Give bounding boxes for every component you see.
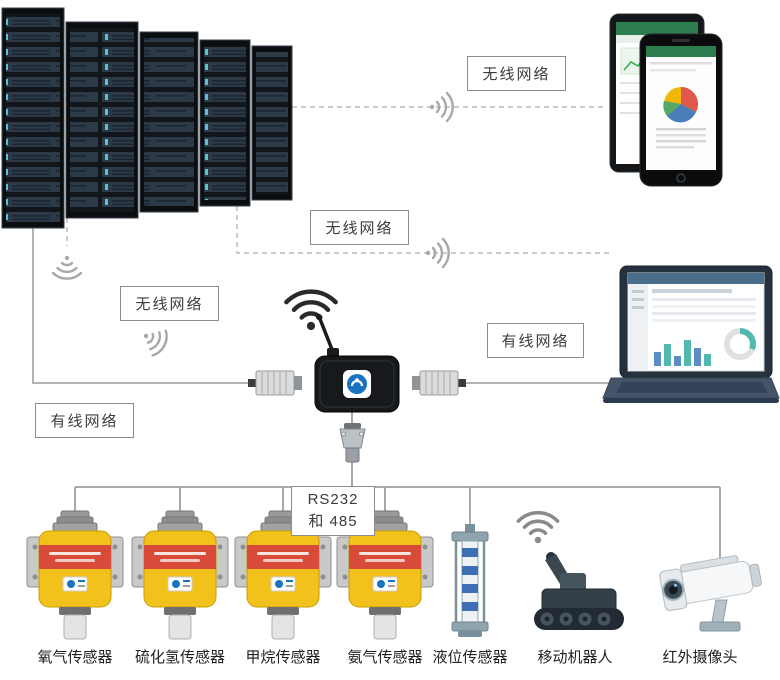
wireless-network-label-top: 无线网络 (467, 56, 566, 91)
mobile-robot (534, 552, 624, 630)
device-label-infrared-camera: 红外摄像头 (662, 649, 738, 666)
infrared-camera (659, 555, 762, 632)
gateway-device (314, 314, 400, 413)
serial-label-line1: RS232 (307, 491, 359, 509)
device-label-methane-sensor: 甲烷传感器 (245, 649, 321, 666)
mobile-phones (609, 13, 723, 187)
serial-bus-label: RS232 和 485 (291, 486, 375, 536)
liquid-level-sensor (451, 524, 489, 637)
db9-serial-connector (339, 423, 366, 463)
gateway-logo (343, 370, 371, 398)
oxygen-sensor (26, 510, 124, 640)
device-label-oxygen-sensor: 氧气传感器 (37, 649, 113, 666)
device-label-ammonia-sensor: 氨气传感器 (347, 649, 423, 666)
wireless-network-label-left: 无线网络 (120, 286, 219, 321)
wifi-waves-icon-to-gateway (136, 321, 173, 360)
serial-label-line2: 和 485 (308, 513, 358, 530)
rj45-connector-left (248, 370, 302, 396)
wifi-fan-icon-gateway (286, 292, 335, 330)
connection-lines (32, 106, 721, 560)
laptop (602, 265, 780, 403)
smartphone-device (639, 33, 723, 187)
device-label-hydrogen-sulfide-sensor: 硫化氢传感器 (134, 649, 226, 666)
dashed-line-racks-to-laptop (236, 206, 612, 254)
device-label-liquid-level-sensor: 液位传感器 (432, 649, 508, 666)
wired-network-label-left: 有线网络 (35, 403, 134, 438)
wifi-fan-icon-robot (516, 510, 560, 545)
wifi-waves-icon-below-racks (51, 254, 83, 280)
server-racks (1, 7, 293, 229)
rj45-connector-right (412, 370, 466, 396)
wireless-network-label-middle: 无线网络 (310, 210, 409, 245)
wired-network-label-right: 有线网络 (487, 323, 584, 358)
gateway-antenna (318, 317, 335, 354)
device-label-mobile-robot: 移动机器人 (537, 649, 613, 666)
hydrogen-sulfide-sensor (131, 510, 229, 640)
wired-line-left (32, 228, 256, 384)
